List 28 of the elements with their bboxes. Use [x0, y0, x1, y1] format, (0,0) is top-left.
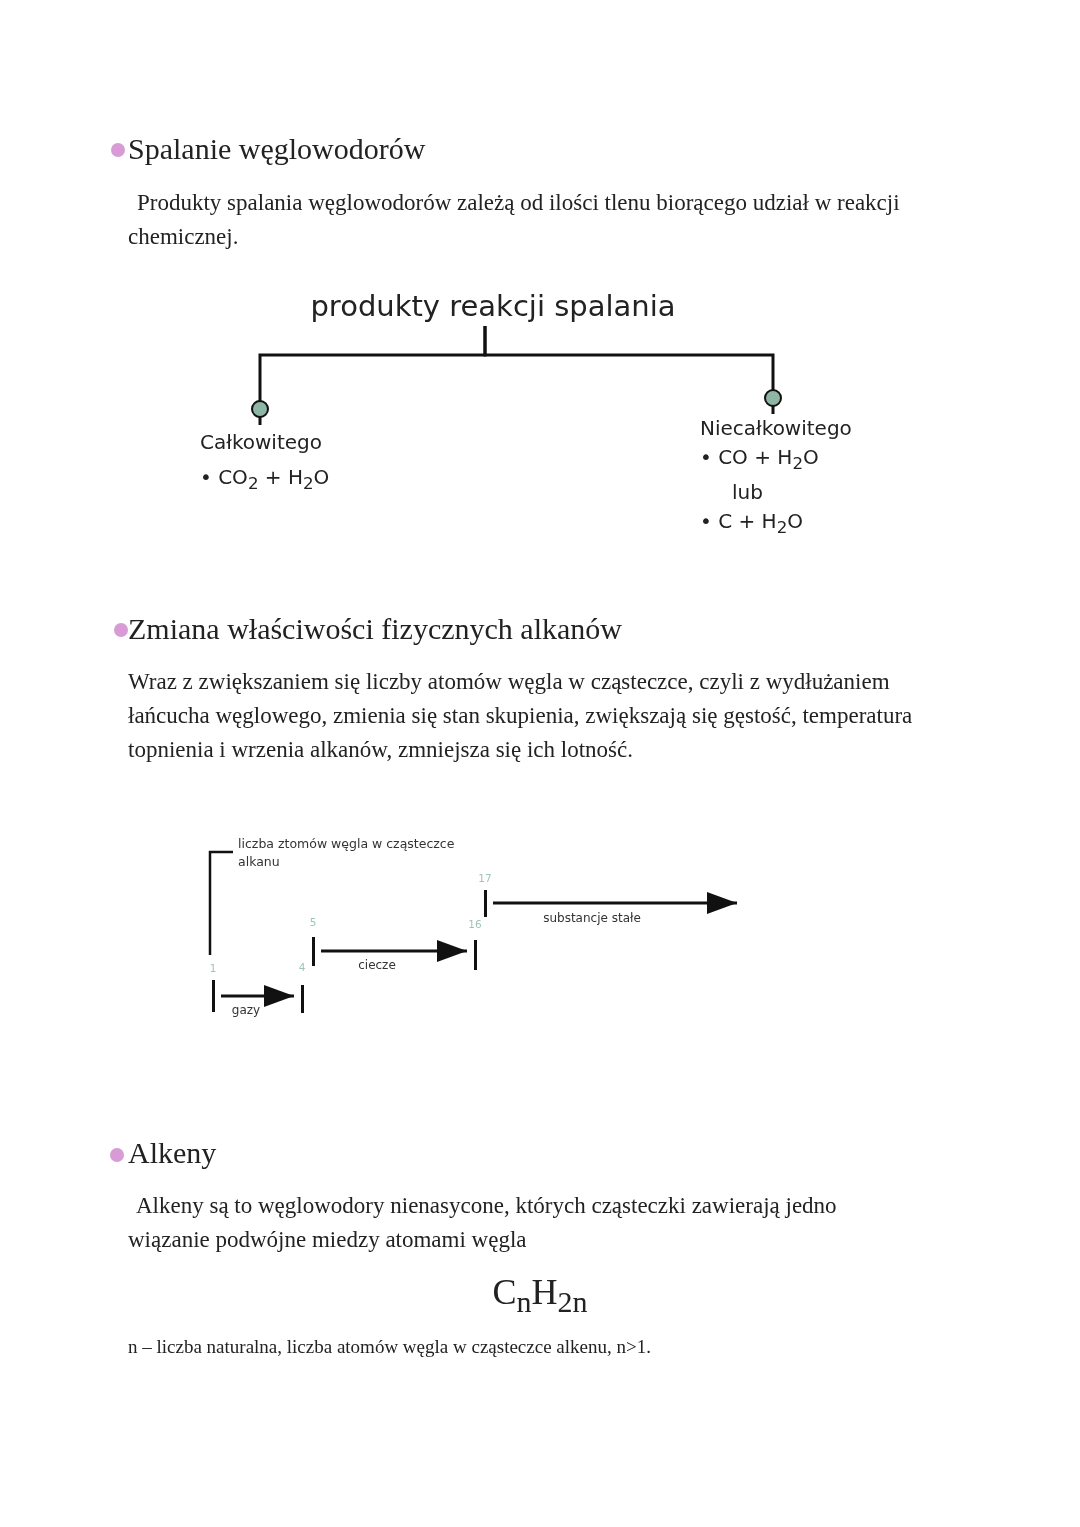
tree-connector [483, 326, 782, 414]
section-heading: Alkeny [128, 1135, 217, 1171]
paragraph: Produkty spalania węglowodorów zależą od ilości tlenu biorącego udział w reakcji chemicznej. [128, 189, 901, 251]
list-item: • CO + H$_{2}$O [700, 444, 820, 475]
formula: C$_{n}$H$_{2n}$ [491, 1271, 589, 1321]
tick-number: 16 [467, 917, 483, 931]
paragraph: Wraz z zwiększaniem się liczby atomów węgla w cząsteczce, czyli z wydłużaniem łańcucha węglowego, zmienia się stan skupienia, zwiększają się gęstość, temperatura topnienia i wrzenia alkanów, zmniejsza się ich lotność. [128, 668, 914, 764]
tree-title: produkty reakcji spalania [309, 288, 677, 325]
list-item: • CO$_{2}$ + H$_{2}$O [200, 464, 331, 495]
axis-label: liczba ztomów węgla w cząsteczce alkanu [238, 835, 456, 871]
tick-number: 5 [308, 915, 318, 929]
tick-number: 4 [297, 960, 307, 974]
range-arrow [493, 892, 737, 914]
section-heading: Zmiana właściwości fizycznych alkanów [128, 611, 622, 647]
note: n – liczba naturalna, liczba atomów węgla w cząsteczce alkenu, n>1. [128, 1335, 651, 1359]
edge-label: substancje stałe [542, 911, 642, 925]
list-item: • C + H$_{2}$O [700, 508, 804, 539]
category-heading: Całkowitego [200, 429, 323, 456]
edge-label: gazy [230, 1003, 262, 1017]
range-arrow [221, 985, 294, 1007]
category-heading: Niecałkowitego [700, 415, 853, 442]
paragraph: Alkeny są to węglowodory nienasycone, których cząsteczki zawierają jedno wiązanie podwójne miedzy atomami węgla [128, 1192, 838, 1254]
tick-number: 1 [208, 961, 218, 975]
section-heading: Spalanie węglowodorów [128, 131, 426, 167]
edge-label: ciecze [357, 958, 397, 972]
list-item: lub [731, 479, 764, 506]
tick-number: 17 [477, 871, 493, 885]
range-arrow [321, 940, 467, 962]
